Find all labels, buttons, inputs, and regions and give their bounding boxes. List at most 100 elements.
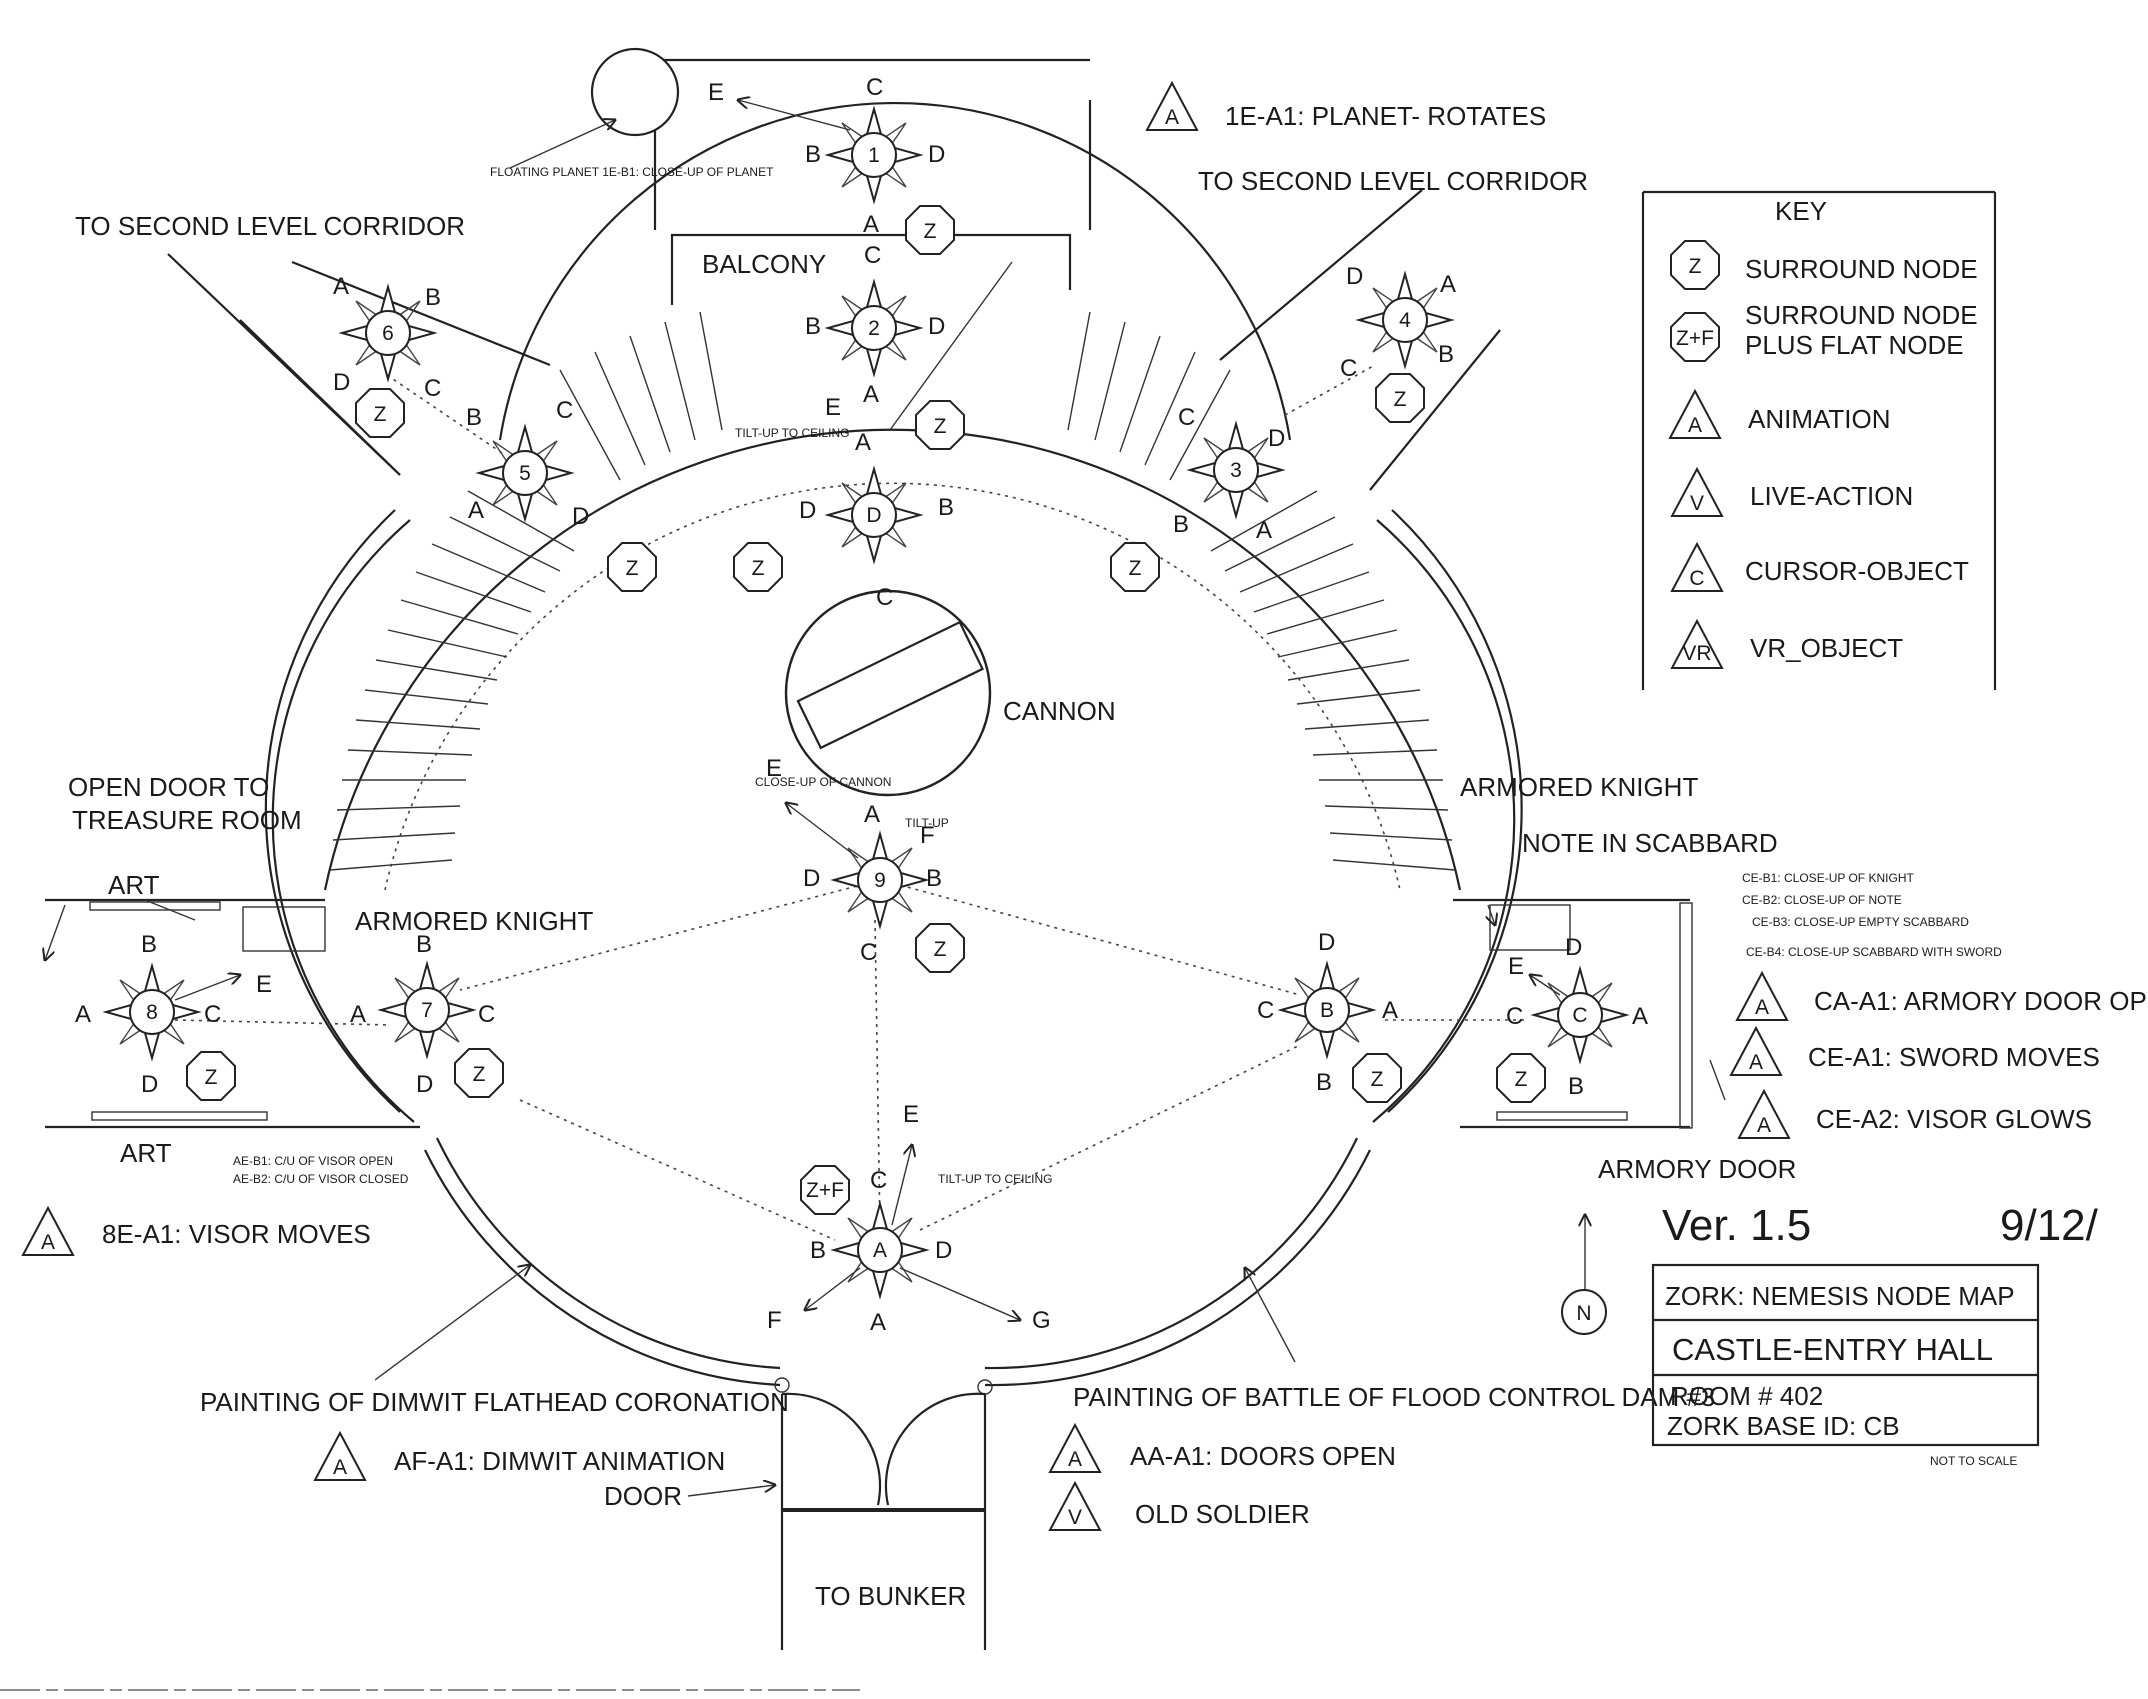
svg-text:Z: Z bbox=[752, 557, 765, 580]
node-4[interactable]: 4 bbox=[1358, 273, 1452, 367]
surround-node[interactable]: Z bbox=[454, 1048, 504, 1098]
node-5[interactable]: 5 bbox=[478, 426, 572, 520]
annotation-planet-rotates: A 1E-A1: PLANET- ROTATES bbox=[1146, 82, 1546, 131]
svg-text:BALCONY: BALCONY bbox=[702, 249, 826, 279]
svg-text:AA-A1: DOORS OPEN: AA-A1: DOORS OPEN bbox=[1130, 1441, 1396, 1471]
node-2[interactable]: 2 bbox=[827, 281, 921, 375]
node-7[interactable]: 7 bbox=[380, 963, 474, 1057]
svg-text:CE-A1: SWORD MOVES: CE-A1: SWORD MOVES bbox=[1808, 1042, 2100, 1072]
svg-text:ANIMATION: ANIMATION bbox=[1748, 404, 1891, 434]
svg-text:ARMORED KNIGHT: ARMORED KNIGHT bbox=[1460, 772, 1698, 802]
svg-text:Z: Z bbox=[1371, 1068, 1384, 1091]
svg-text:Z: Z bbox=[1515, 1068, 1528, 1091]
surround-node[interactable]: Z bbox=[1496, 1053, 1546, 1103]
svg-text:F: F bbox=[920, 822, 935, 849]
svg-text:B: B bbox=[1320, 999, 1334, 1022]
direction-arrows bbox=[45, 100, 1726, 1497]
node-1[interactable]: 1 bbox=[827, 108, 921, 202]
surround-node[interactable]: Z bbox=[1352, 1053, 1402, 1103]
svg-text:C: C bbox=[866, 74, 883, 101]
svg-text:5: 5 bbox=[519, 462, 531, 485]
svg-text:V: V bbox=[1068, 1506, 1082, 1529]
svg-text:4: 4 bbox=[1399, 309, 1411, 332]
svg-text:ZORK BASE ID: CB: ZORK BASE ID: CB bbox=[1667, 1411, 1900, 1441]
surround-node[interactable]: Z bbox=[915, 923, 965, 973]
svg-text:A: A bbox=[1382, 997, 1398, 1024]
annotation-old-soldier: V OLD SOLDIER bbox=[1049, 1482, 1310, 1531]
node-9[interactable]: 9 bbox=[833, 833, 927, 927]
legend-item-live-action: V LIVE-ACTION bbox=[1671, 468, 1913, 517]
svg-text:A: A bbox=[41, 1231, 55, 1254]
legend-item-surround: Z SURROUND NODE bbox=[1670, 240, 1978, 290]
surround-flat-node[interactable]: Z+F bbox=[800, 1165, 850, 1215]
node-c[interactable]: C bbox=[1533, 968, 1627, 1062]
svg-text:C: C bbox=[1506, 1003, 1523, 1030]
svg-text:1E-A1: PLANET- ROTATES: 1E-A1: PLANET- ROTATES bbox=[1225, 101, 1546, 131]
node-3[interactable]: 3 bbox=[1189, 423, 1283, 517]
svg-text:N: N bbox=[1576, 1302, 1591, 1325]
svg-text:A: A bbox=[75, 1001, 91, 1028]
svg-text:E: E bbox=[708, 79, 724, 106]
annotation-sword-moves: A CE-A1: SWORD MOVES bbox=[1730, 1027, 2100, 1076]
svg-text:D: D bbox=[141, 1071, 158, 1098]
surround-node[interactable]: Z bbox=[733, 542, 783, 592]
svg-text:D: D bbox=[1346, 263, 1363, 290]
svg-text:1: 1 bbox=[868, 144, 880, 167]
svg-text:A: A bbox=[1165, 106, 1179, 129]
svg-text:8: 8 bbox=[146, 1001, 158, 1024]
svg-text:D: D bbox=[1318, 929, 1335, 956]
svg-text:ARMORY DOOR: ARMORY DOOR bbox=[1598, 1154, 1796, 1184]
svg-text:LIVE-ACTION: LIVE-ACTION bbox=[1750, 481, 1913, 511]
node-8[interactable]: 8 bbox=[105, 965, 199, 1059]
svg-text:Z+F: Z+F bbox=[806, 1179, 844, 1202]
svg-text:AE-B1: C/U OF VISOR OPEN: AE-B1: C/U OF VISOR OPEN bbox=[233, 1154, 393, 1168]
surround-node[interactable]: Z bbox=[607, 542, 657, 592]
svg-text:AF-A1: DIMWIT ANIMATION: AF-A1: DIMWIT ANIMATION bbox=[394, 1446, 725, 1476]
svg-text:9: 9 bbox=[874, 869, 886, 892]
svg-text:CE-A2: VISOR GLOWS: CE-A2: VISOR GLOWS bbox=[1816, 1104, 2092, 1134]
node-b[interactable]: B bbox=[1280, 963, 1374, 1057]
surround-node[interactable]: Z bbox=[915, 400, 965, 450]
surround-node[interactable]: Z bbox=[1375, 373, 1425, 423]
svg-text:A: A bbox=[350, 1001, 366, 1028]
node-connections bbox=[174, 364, 1525, 1241]
svg-text:9/12/: 9/12/ bbox=[2000, 1201, 2099, 1250]
svg-text:CANNON: CANNON bbox=[1003, 696, 1116, 726]
svg-text:SURROUND NODE: SURROUND NODE bbox=[1745, 254, 1978, 284]
svg-text:Z: Z bbox=[1129, 557, 1142, 580]
surround-node[interactable]: Z bbox=[905, 205, 955, 255]
svg-text:Z: Z bbox=[1394, 388, 1407, 411]
surround-node[interactable]: Z bbox=[355, 388, 405, 438]
svg-text:C: C bbox=[870, 1167, 887, 1194]
svg-text:C: C bbox=[1257, 997, 1274, 1024]
svg-text:D: D bbox=[928, 141, 945, 168]
node-6[interactable]: 6 bbox=[341, 286, 435, 380]
node-a[interactable]: A bbox=[833, 1203, 927, 1297]
svg-text:D: D bbox=[935, 1237, 952, 1264]
map-labels: TO SECOND LEVEL CORRIDOR TO SECOND LEVEL… bbox=[68, 165, 2002, 1611]
svg-text:E: E bbox=[903, 1101, 919, 1128]
surround-node[interactable]: Z bbox=[1110, 542, 1160, 592]
svg-text:B: B bbox=[1316, 1069, 1332, 1096]
svg-text:ART: ART bbox=[120, 1138, 172, 1168]
node-d[interactable]: D bbox=[827, 468, 921, 562]
svg-text:ROOM # 402: ROOM # 402 bbox=[1670, 1381, 1823, 1411]
svg-text:3: 3 bbox=[1230, 459, 1242, 482]
svg-text:KEY: KEY bbox=[1775, 196, 1827, 226]
surround-node[interactable]: Z bbox=[186, 1051, 236, 1101]
svg-text:B: B bbox=[810, 1237, 826, 1264]
svg-text:B: B bbox=[466, 404, 482, 431]
svg-text:V: V bbox=[1690, 492, 1704, 515]
svg-text:D: D bbox=[803, 865, 820, 892]
title-block: Ver. 1.5 9/12/ N ZORK: NEMESIS NODE MAP … bbox=[1561, 1201, 2099, 1468]
svg-text:F: F bbox=[767, 1307, 782, 1334]
svg-text:D: D bbox=[1565, 934, 1582, 961]
svg-text:6: 6 bbox=[382, 322, 394, 345]
svg-text:A: A bbox=[468, 497, 484, 524]
svg-text:A: A bbox=[1256, 517, 1272, 544]
svg-text:D: D bbox=[799, 497, 816, 524]
svg-text:E: E bbox=[766, 755, 782, 782]
svg-text:CASTLE-ENTRY HALL: CASTLE-ENTRY HALL bbox=[1672, 1332, 1993, 1367]
svg-text:TO BUNKER: TO BUNKER bbox=[815, 1581, 966, 1611]
svg-text:A: A bbox=[864, 801, 880, 828]
